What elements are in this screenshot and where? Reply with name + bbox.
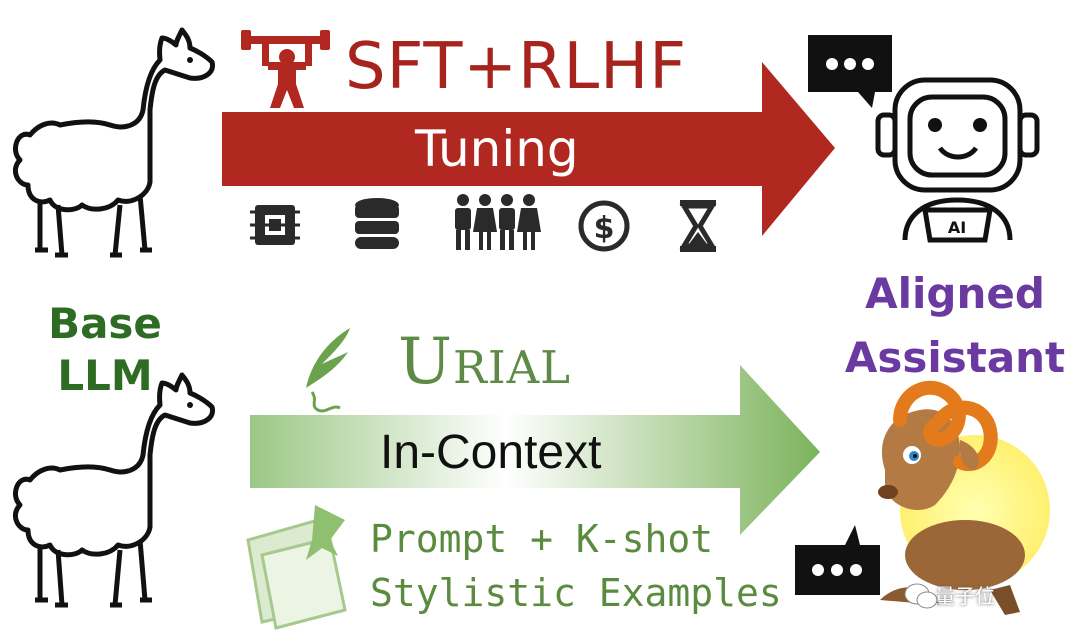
dollar-icon: $ — [578, 200, 630, 252]
robot-eye-left — [928, 118, 942, 132]
robot-icon — [875, 77, 1040, 243]
database-icon — [355, 198, 399, 249]
robot-eye-right — [973, 118, 987, 132]
hourglass-icon — [679, 200, 717, 252]
aligned-line-1: Aligned — [865, 269, 1045, 318]
base-llm-line-2: LLM — [57, 351, 153, 400]
prompt-description: Prompt + K-shot Stylistic Examples — [370, 512, 782, 620]
llama-top-icon — [13, 27, 216, 258]
tuning-label: Tuning — [415, 120, 579, 178]
feather-quill-icon — [306, 328, 350, 413]
aligned-assistant-label: Aligned Assistant — [830, 262, 1080, 390]
in-context-label: In-Context — [380, 426, 602, 479]
llama-bottom-eye — [187, 402, 193, 408]
robot-smile — [937, 146, 979, 160]
chat-bubble-top-icon — [808, 35, 892, 108]
ram-icon — [878, 380, 1025, 615]
prompt-line-2: Stylistic Examples — [370, 571, 782, 615]
chat-bubble-bottom-icon — [795, 525, 880, 595]
weightlifter-icon — [241, 30, 330, 108]
wechat-logo-icon — [904, 583, 938, 609]
aligned-line-2: Assistant — [844, 333, 1066, 382]
prompt-line-1: Prompt + K-shot — [370, 517, 714, 561]
tuning-arrow — [222, 62, 835, 236]
llama-top-eye — [187, 57, 193, 63]
gpu-chip-icon — [250, 205, 300, 245]
llama-bottom-icon — [13, 372, 216, 608]
in-context-arrow — [250, 365, 820, 535]
base-llm-label: Base LLM — [40, 298, 170, 402]
svg-text:$: $ — [594, 211, 615, 246]
people-icon — [455, 194, 541, 250]
base-llm-line-1: Base — [48, 299, 162, 348]
urial-title: Urial — [398, 325, 571, 399]
robot-badge: AI — [948, 218, 966, 237]
sticky-notes-icon — [246, 505, 347, 630]
watermark-text: 量子位 — [935, 584, 995, 608]
sft-rlhf-title: SFT+RLHF — [345, 30, 688, 104]
